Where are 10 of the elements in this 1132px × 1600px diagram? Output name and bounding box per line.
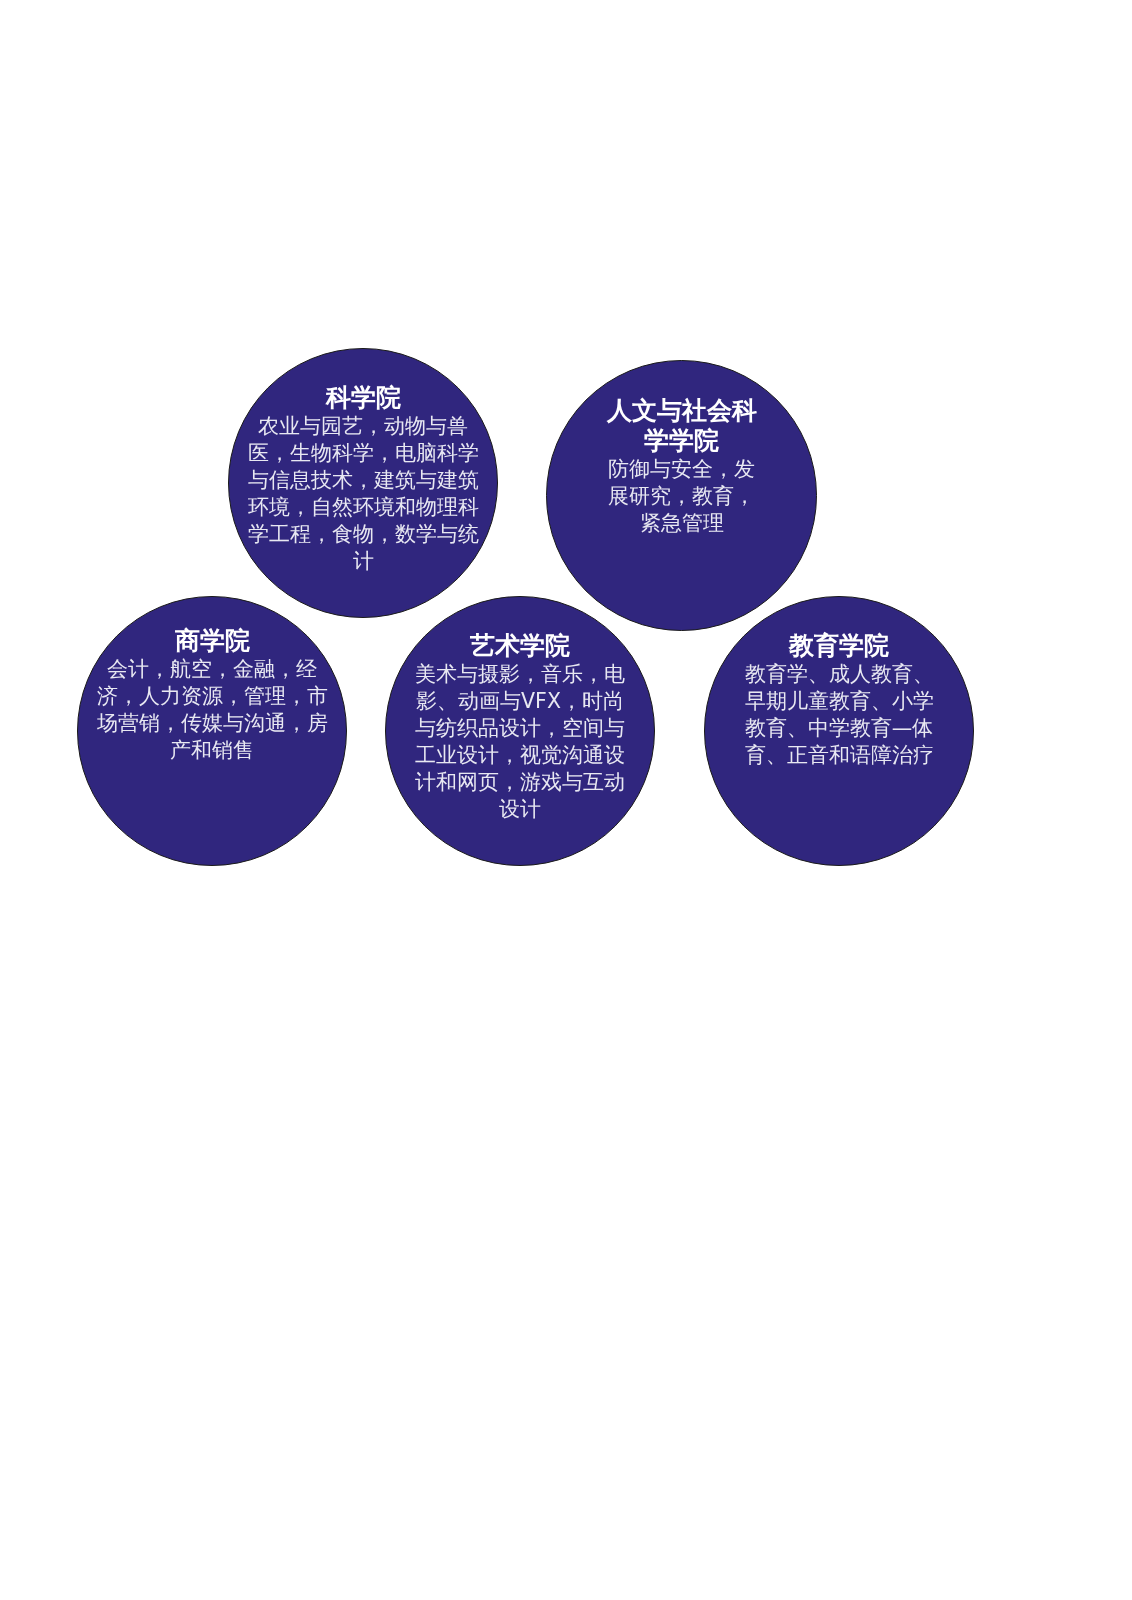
faculty-title: 科学院: [324, 383, 402, 413]
faculty-title: 商学院: [173, 626, 251, 656]
program-list: 防御与安全，发展研究，教育，紧急管理: [599, 456, 764, 537]
program-list: 美术与摄影，音乐，电影、动画与VFX，时尚与纺织品设计，空间与工业设计，视觉沟通设计和网页，游戏与互动设计: [409, 661, 631, 823]
program-list: 教育学、成人教育、早期儿童教育、小学教育、中学教育—体育、正音和语障治疗: [740, 661, 938, 769]
faculty-title: 人文与社会科学学院: [605, 396, 758, 456]
program-list: 农业与园艺，动物与兽医，生物科学，电脑科学与信息技术，建筑与建筑环境，自然环境和物理科学工程，食物，数学与统计: [240, 413, 486, 575]
program-list: 会计，航空，金融，经济，人力资源，管理，市场营销，传媒与沟通，房产和销售: [89, 656, 335, 764]
faculty-title: 教育学院: [787, 631, 890, 661]
faculty-title: 艺术学院: [469, 631, 571, 661]
